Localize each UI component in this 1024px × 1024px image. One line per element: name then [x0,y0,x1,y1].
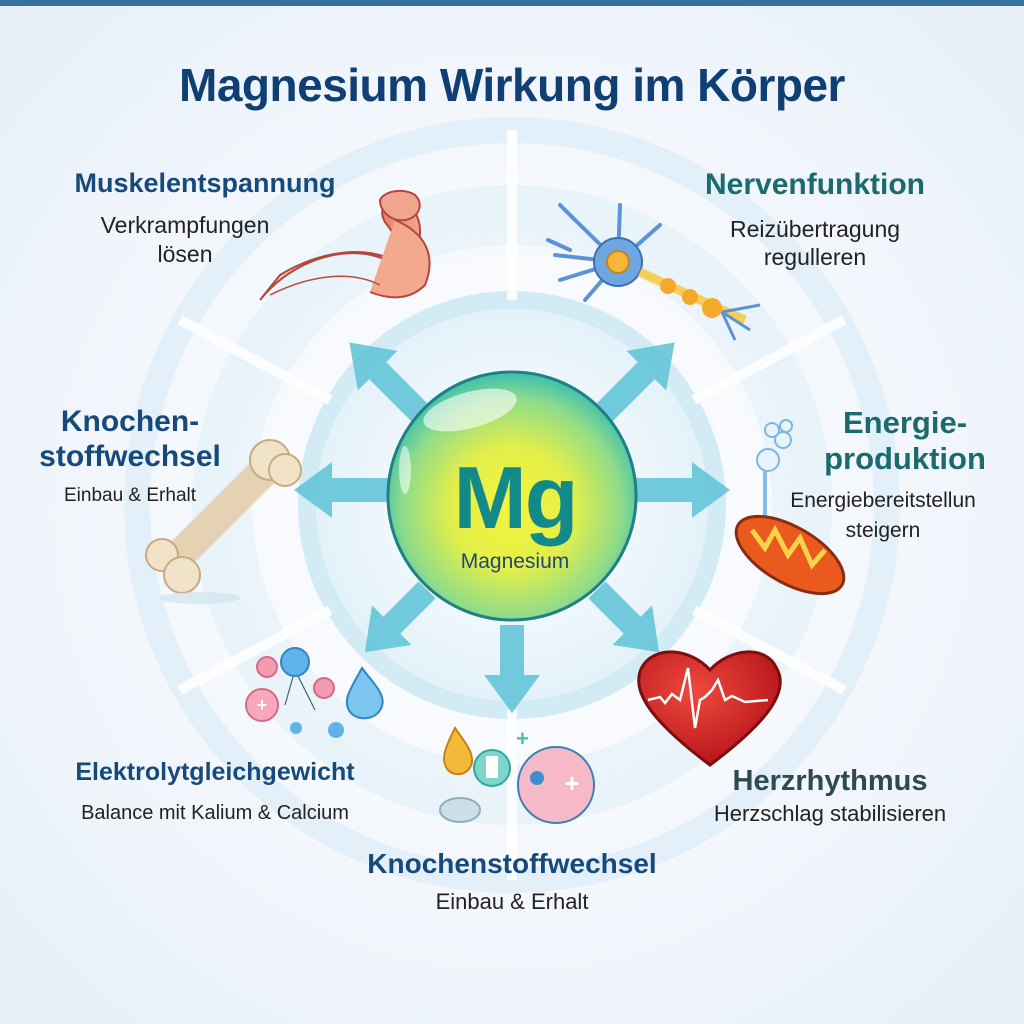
element-symbol: Mg [453,448,578,547]
effect-heading-line: Energie- [842,405,968,440]
center-element: Mg Magnesium [390,380,640,630]
effect-electrolyte-balance: Elektrolytgleichgewicht Balance mit Kali… [30,758,400,826]
neuron-icon [546,203,761,341]
svg-text:+: + [564,768,579,798]
effect-text-line: regulleren [763,244,867,271]
effect-heading-line: Knochen- [60,405,200,438]
ring-dividers [177,130,847,880]
effect-nerve-function: Nervenfunktion Reizübertragung regullere… [665,168,965,272]
effect-bone-metabolism-left: Knochen- stoffwechsel Einbau & Erhalt [20,405,240,508]
effect-heading-line: stoffwechsel [39,439,221,473]
page-title: Magnesium Wirkung im Körper [179,59,845,111]
effect-bone-metabolism-bottom: Knochenstoffwechsel Einbau & Erhalt [312,848,712,916]
svg-text:+: + [516,726,529,751]
effect-text-line: steigern [845,519,921,543]
svg-text:+: + [257,695,268,715]
effect-text-line: Einbau & Erhalt [63,485,197,506]
effect-energy-production: Energie- produktion [790,405,1020,476]
mineral-bubbles-icon: + + [439,726,595,824]
effect-muscle-relaxation: Muskelentspannung Verkrampfungen lösen [40,168,370,269]
effect-heading: Knochenstoffwechsel [367,848,657,879]
effect-heading: Elektrolytgleichgewicht [75,758,355,786]
effect-text-line: lösen [157,240,213,267]
effect-heading: Muskelentspannung [74,168,336,198]
heart-ecg-icon [637,650,782,767]
effect-text-line: Herzschlag stabilisieren [713,801,947,827]
effect-heading: Herzrhythmus [732,765,928,797]
magnesium-sphere [386,370,638,622]
effect-text-line: Verkrampfungen [100,212,270,239]
electrolyte-molecules-icon: + [245,647,384,738]
effect-heart-rhythm: Herzrhythmus Herzschlag stabilisieren [680,765,980,828]
effect-text-line: Energiebereitstellun [790,489,976,512]
effect-text-line: Balance mit Kalium & Calcium [81,801,349,824]
effect-heading-line: produktion [824,440,986,476]
mitochondrion-icon [734,419,846,596]
top-accent-bar [0,0,1024,6]
flexed-arm-muscle-icon [259,189,431,301]
effect-heading: Nervenfunktion [704,168,926,201]
effect-text-line: Einbau & Erhalt [435,889,589,915]
effect-text-line: Reizübertragung [729,215,901,242]
element-name: Magnesium [460,550,570,573]
bone-icon [145,439,302,604]
effect-energy-production-text: Energiebereitstellun steigern [742,488,1024,545]
